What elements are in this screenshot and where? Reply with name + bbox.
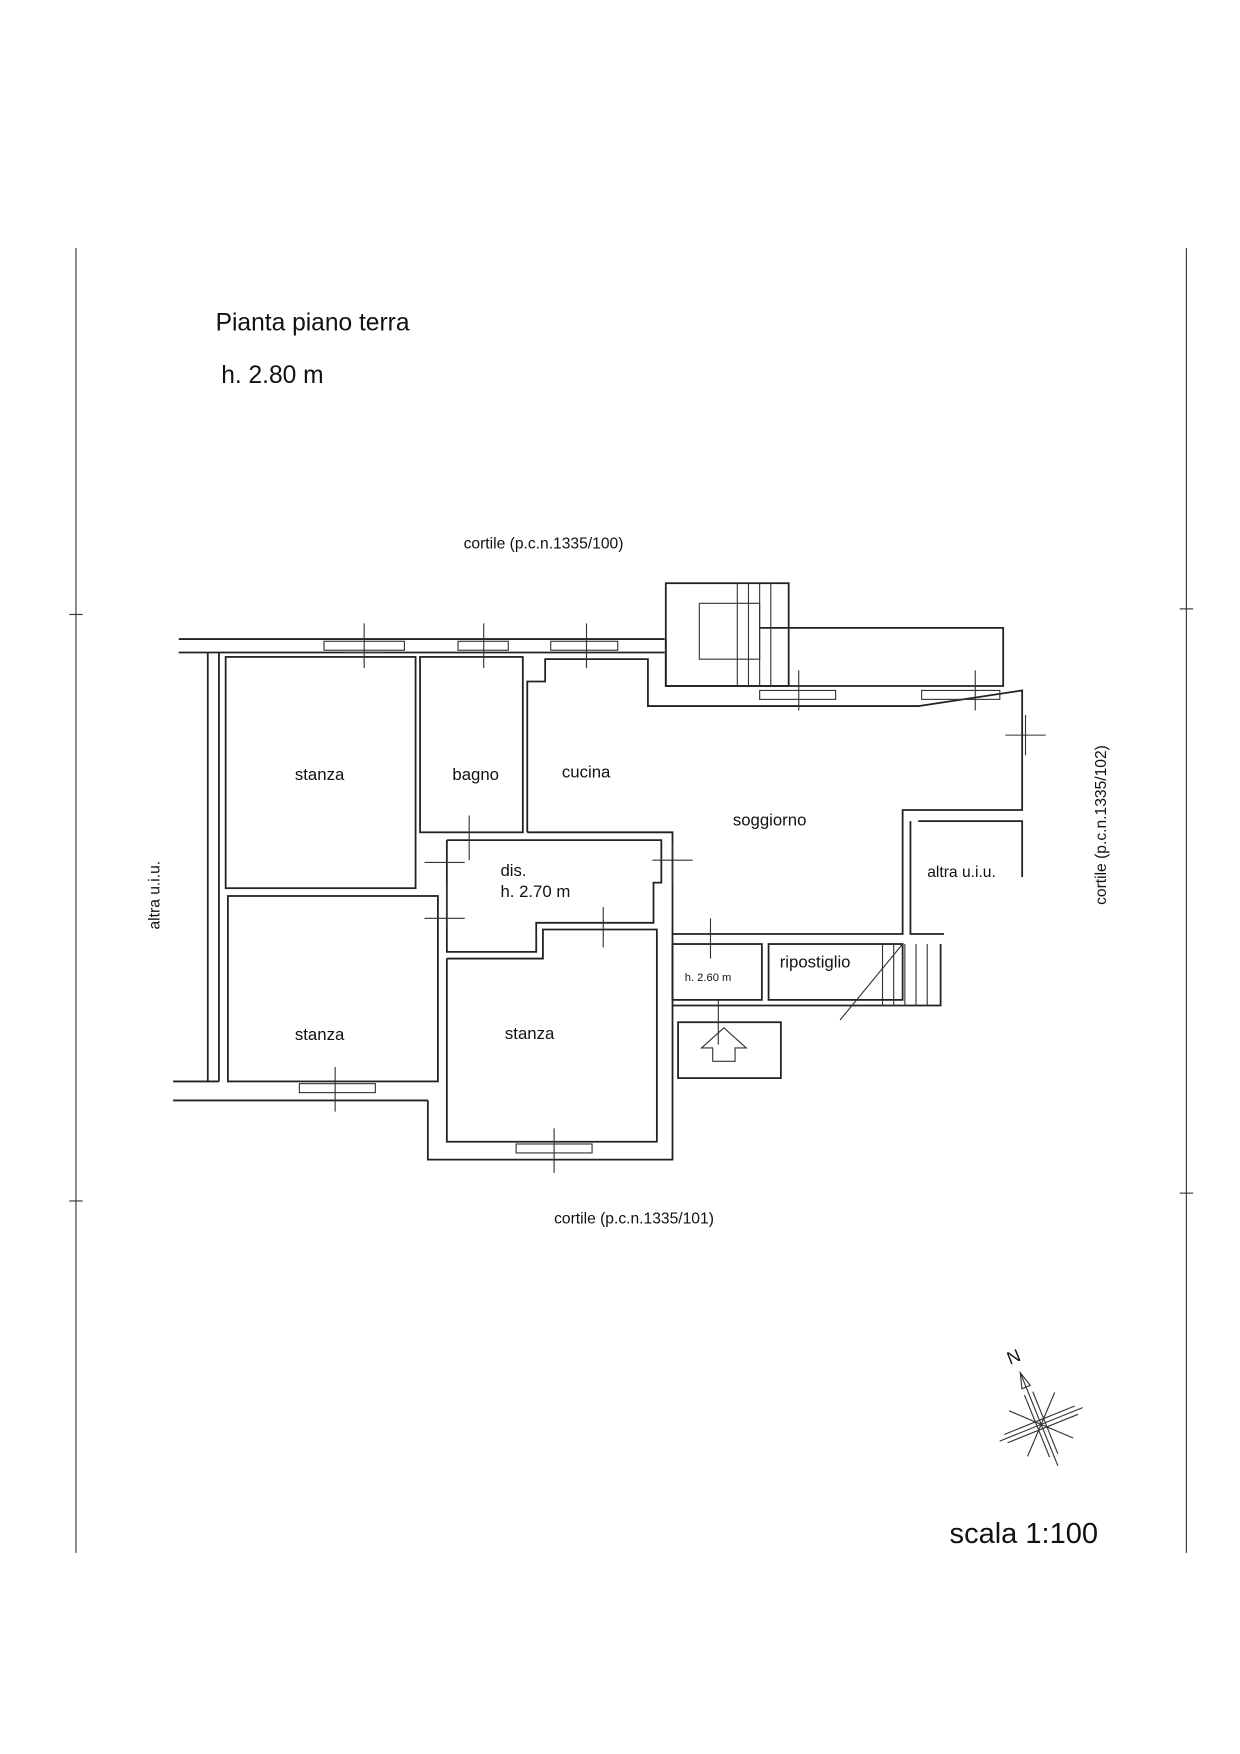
room-altra-uiu: altra u.i.u. (927, 864, 996, 881)
label-east-courtyard: cortile (p.c.n.1335/102) (1093, 745, 1110, 905)
label-west-unit: altra u.i.u. (147, 861, 164, 930)
label-south-courtyard: cortile (p.c.n.1335/101) (554, 1210, 714, 1227)
room-stanza-2: stanza (295, 1025, 345, 1044)
room-ripostiglio: ripostiglio (780, 952, 851, 971)
room-soggiorno: soggiorno (733, 811, 807, 830)
label-north-courtyard: cortile (p.c.n.1335/100) (464, 536, 624, 553)
room-stanza-1: stanza (295, 765, 345, 784)
room-cucina: cucina (562, 763, 611, 782)
room-dis: dis. (500, 861, 526, 880)
room-bagno: bagno (452, 765, 499, 784)
north-compass-icon: N (999, 1345, 1083, 1467)
plan-title: Pianta piano terra (216, 310, 410, 337)
walls (173, 582, 1046, 1174)
room-stanza-3: stanza (505, 1024, 555, 1043)
small-room-height: h. 2.60 m (685, 972, 732, 984)
dis-height: h. 2.70 m (500, 882, 570, 901)
main-height: h. 2.80 m (221, 362, 323, 389)
page-frame (69, 248, 1194, 1553)
scale-label: scala 1:100 (950, 1518, 1098, 1550)
north-label: N (1004, 1345, 1023, 1368)
